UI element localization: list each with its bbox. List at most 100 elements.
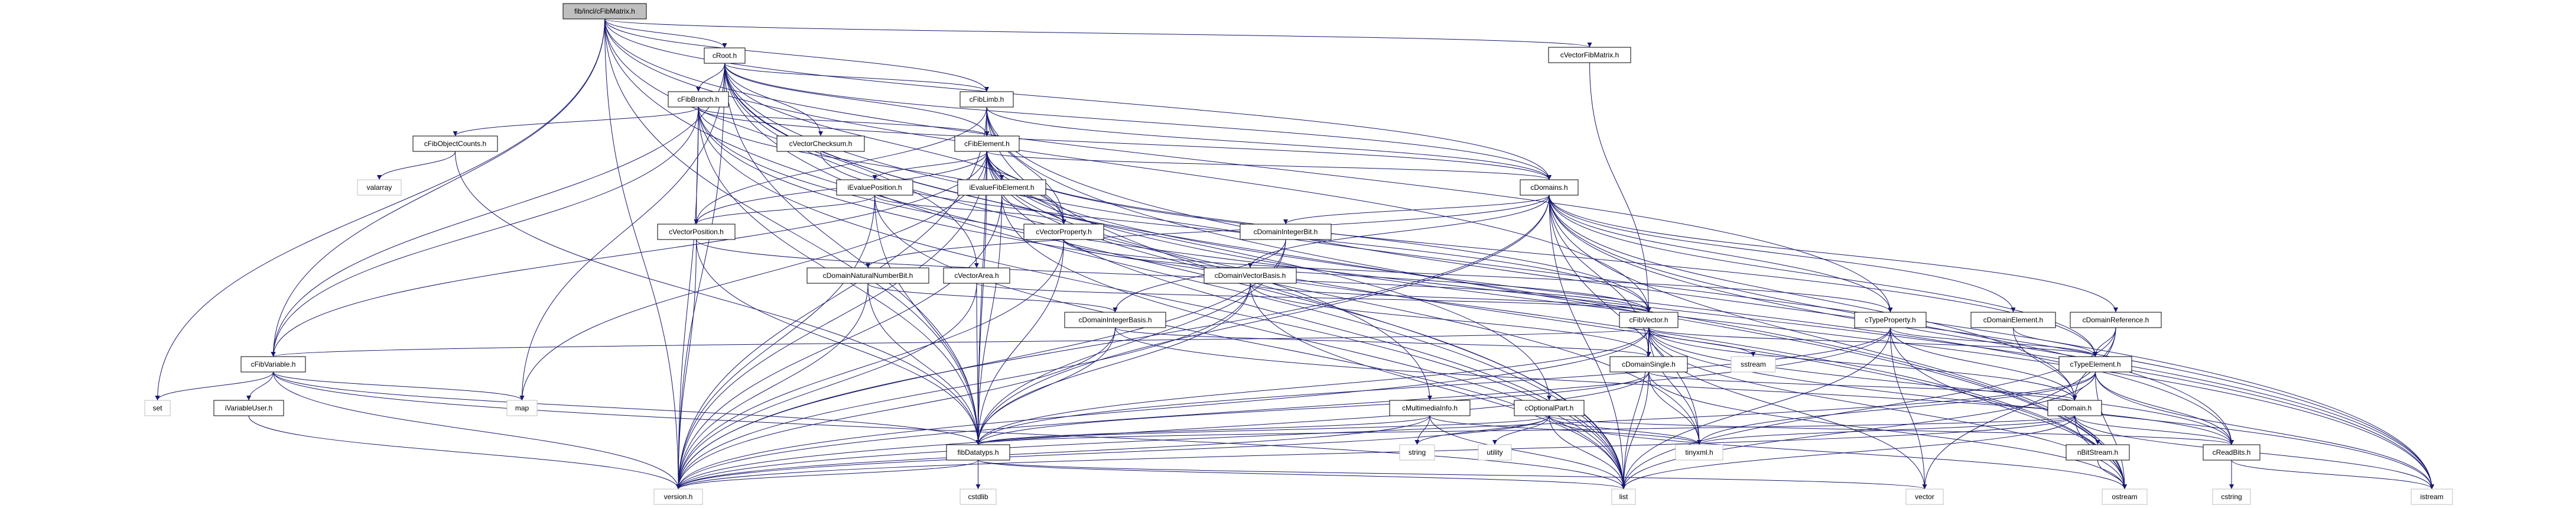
edge-ievaluefibelement-to-list — [1001, 195, 1626, 490]
edge-cfibelement-to-list — [987, 151, 1626, 490]
node-cfibvector[interactable]: cFibVector.h — [1619, 312, 1679, 328]
node-label: cTypeElement.h — [2070, 360, 2120, 368]
node-tinyxml: tinyxml.h — [1675, 444, 1723, 461]
node-cmultimediainfo[interactable]: cMultimediaInfo.h — [1389, 400, 1471, 416]
edge-cfibvariable-to-list — [273, 371, 1626, 490]
edge-cfibelement-to-ievalueposition — [872, 151, 987, 180]
node-box — [1064, 312, 1166, 328]
node-box — [776, 135, 865, 152]
edge-cdomainsingle-to-list — [1621, 371, 1649, 490]
edge-fibmatrix-to-cfibvector — [604, 18, 1651, 313]
node-cfiblimb[interactable]: cFibLimb.h — [960, 91, 1014, 108]
node-string: string — [1399, 444, 1435, 461]
node-cvectorfibmatrix[interactable]: cVectorFibMatrix.h — [1548, 47, 1631, 63]
node-ievalueposition[interactable]: iEvaluePosition.h — [836, 179, 913, 196]
node-ctypeelement[interactable]: cTypeElement.h — [2058, 356, 2132, 373]
node-cdomainsingle[interactable]: cDomainSingle.h — [1609, 356, 1688, 373]
node-box — [836, 179, 913, 196]
edge-cdomains-to-cdomainreference — [1549, 195, 2118, 313]
node-cvectorposition[interactable]: cVectorPosition.h — [657, 224, 736, 240]
node-cvectorchecksum[interactable]: cVectorChecksum.h — [776, 135, 865, 152]
edge-ievaluefibelement-to-fibdatatyps — [975, 195, 1002, 445]
node-box — [1389, 400, 1471, 416]
edge-ctypeelement-to-istream — [2095, 371, 2434, 490]
node-label: cVectorChecksum.h — [789, 140, 853, 148]
edge-cvectorproperty-to-ctypeproperty — [1063, 239, 1893, 313]
node-nbitstream[interactable]: nBitStream.h — [2066, 444, 2130, 461]
edge-ctypeelement-to-ostream — [2095, 371, 2127, 490]
edge-cfibelement-to-creadbits — [987, 151, 2234, 445]
edge-cfibelement-to-tinyxml — [987, 151, 1702, 445]
edge-ctypeelement-to-version — [676, 371, 2096, 490]
node-box — [2058, 356, 2132, 373]
node-cfibvariable[interactable]: cFibVariable.h — [240, 356, 306, 373]
node-box — [1854, 312, 1927, 328]
node-label: valarray — [367, 183, 392, 192]
edge-croot-to-coptionalpart — [724, 63, 1552, 401]
edge-cdomainelement-to-ctypeelement — [2013, 327, 2098, 357]
node-box — [357, 179, 402, 196]
edge-cdomainsingle-to-version — [676, 371, 1649, 490]
node-box — [1619, 312, 1679, 328]
node-cfibbranch[interactable]: cFibBranch.h — [668, 91, 729, 108]
node-cfibobjectcounts[interactable]: cFibObjectCounts.h — [412, 135, 498, 152]
node-label: iEvaluePosition.h — [847, 183, 902, 192]
node-box — [1240, 224, 1332, 240]
node-cdomainvectorbasis[interactable]: cDomainVectorBasis.h — [1204, 267, 1297, 284]
node-box — [1548, 47, 1631, 63]
node-box — [1970, 312, 2056, 328]
node-cvectorproperty[interactable]: cVectorProperty.h — [1023, 224, 1104, 240]
node-ctypeproperty[interactable]: cTypeProperty.h — [1854, 312, 1927, 328]
node-cdomainreference[interactable]: cDomainReference.h — [2070, 312, 2162, 328]
node-set: set — [144, 400, 171, 416]
node-box — [2203, 444, 2260, 461]
node-cdomainintegerbasis[interactable]: cDomainIntegerBasis.h — [1064, 312, 1166, 328]
node-cdomains[interactable]: cDomains.h — [1520, 179, 1579, 196]
node-cdomainnaturalnumberbit[interactable]: cDomainNaturalNumberBit.h — [806, 267, 929, 284]
node-cfibelement[interactable]: cFibElement.h — [954, 135, 1020, 152]
edge-cvectorproperty-to-fibdatatyps — [975, 239, 1064, 445]
edge-cfibelement-to-fibdatatyps — [975, 151, 987, 445]
node-box — [1478, 444, 1512, 461]
edge-cdomainintegerbasis-to-creadbits — [1115, 327, 2234, 445]
node-box — [957, 179, 1046, 196]
node-croot[interactable]: cRoot.h — [704, 47, 746, 64]
edge-cdomainsingle-to-fibdatatyps — [975, 371, 1649, 445]
node-label: cDomainIntegerBasis.h — [1078, 316, 1152, 324]
node-label: set — [152, 404, 162, 412]
node-cdomainelement[interactable]: cDomainElement.h — [1970, 312, 2056, 328]
edge-cmultimediainfo-to-list — [1429, 415, 1626, 490]
node-label: cDomainSingle.h — [1622, 360, 1676, 368]
node-istream: istream — [2411, 488, 2453, 505]
node-label: nBitStream.h — [2077, 448, 2118, 457]
node-fibdatatyps[interactable]: fibDatatyps.h — [946, 444, 1010, 461]
node-creadbits[interactable]: cReadBits.h — [2203, 444, 2260, 461]
edge-cvectorposition-to-version — [676, 239, 697, 490]
edge-cfibbranch-to-istream — [698, 106, 2434, 490]
node-cdomainintegerbit[interactable]: cDomainIntegerBit.h — [1240, 224, 1332, 240]
node-cdomain[interactable]: cDomain.h — [2047, 400, 2102, 416]
node-label: iVariableUser.h — [225, 404, 272, 412]
node-box — [1399, 444, 1435, 461]
node-ivariableuser[interactable]: iVariableUser.h — [213, 400, 284, 416]
edge-croot-to-map — [519, 63, 725, 401]
edge-cdomains-to-ctypeproperty — [1549, 195, 1893, 313]
node-box — [1675, 444, 1723, 461]
node-box — [1609, 356, 1688, 373]
node-cvectorarea[interactable]: cVectorArea.h — [943, 267, 1010, 284]
node-box — [1611, 488, 1636, 505]
node-ievaluefibelement[interactable]: iEvalueFibElement.h — [957, 179, 1046, 196]
node-coptionalpart[interactable]: cOptionalPart.h — [1514, 400, 1585, 416]
node-label: cDomain.h — [2058, 404, 2092, 412]
edge-cdomainsingle-to-cdomain — [1648, 371, 2077, 401]
node-box — [562, 3, 647, 20]
node-valarray: valarray — [357, 179, 402, 196]
edge-cvectorarea-to-version — [676, 283, 977, 490]
node-fibmatrix[interactable]: fib/incl/cFibMatrix.h — [562, 3, 647, 20]
edge-fibmatrix-to-cdomains — [604, 18, 1552, 180]
edge-ievalueposition-to-version — [676, 195, 875, 490]
node-label: cDomainVectorBasis.h — [1215, 271, 1286, 280]
edge-cfibbranch-to-cvectorproperty — [698, 106, 1066, 225]
node-box — [144, 400, 171, 416]
edge-cmultimediainfo-to-tinyxml — [1429, 415, 1702, 445]
